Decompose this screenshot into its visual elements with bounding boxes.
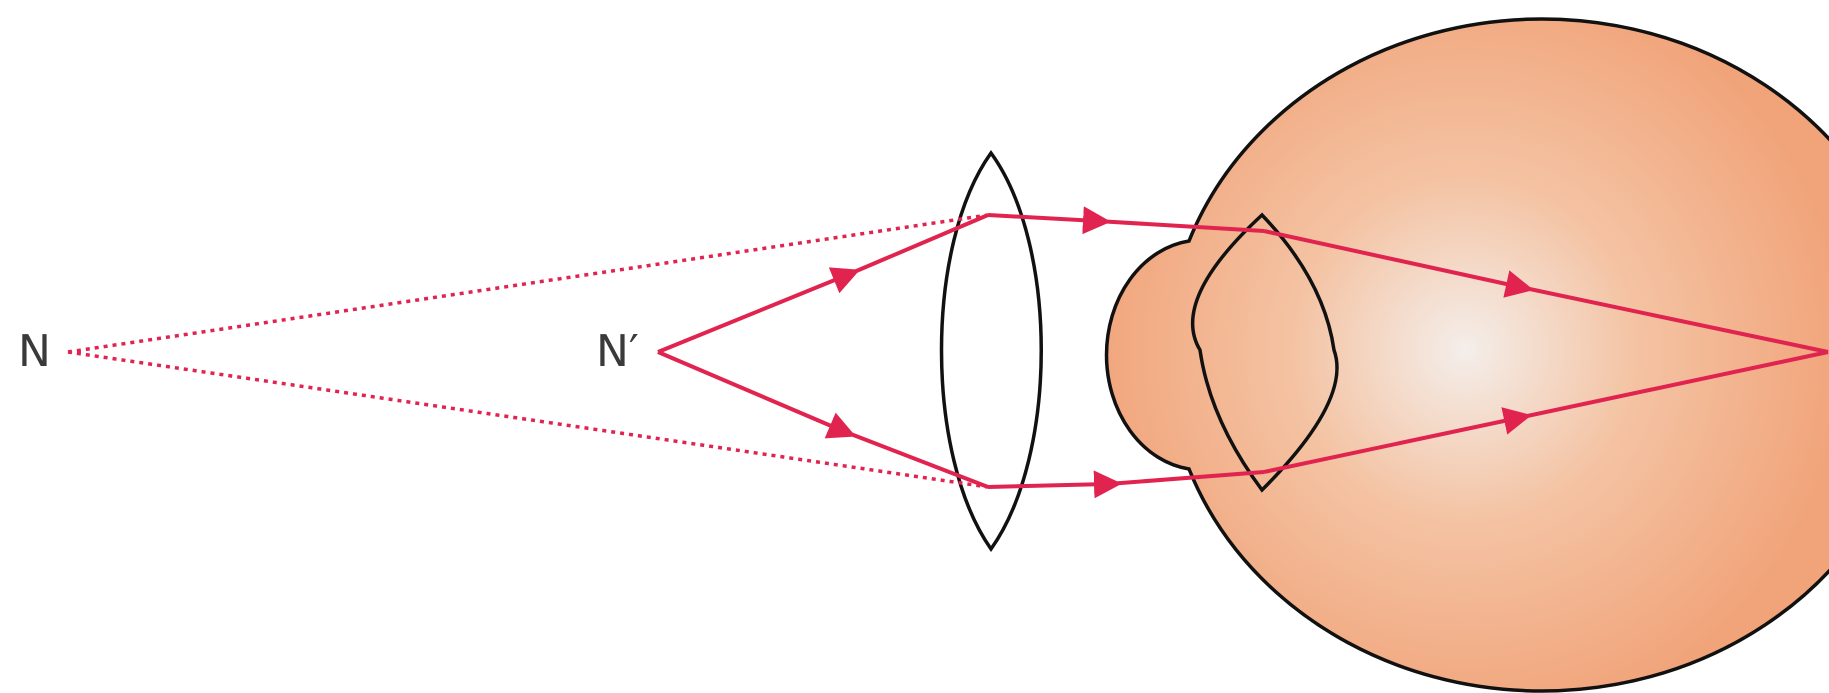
virtual-ray-upper xyxy=(67,213,989,354)
ray-upper-segment-2b xyxy=(1096,219,1265,233)
ray-lower-segment-2 xyxy=(987,470,1122,499)
ray-upper-segment-3b xyxy=(1519,285,1829,354)
real-rays xyxy=(657,206,1829,499)
label-near-point-image: N′ xyxy=(596,326,639,377)
eye-lens xyxy=(1190,212,1339,493)
ray-lower-segment-3b xyxy=(1517,350,1829,420)
eyeball-outline xyxy=(1104,17,1829,693)
virtual-ray-lower xyxy=(67,350,989,489)
ray-lower-segment-1 xyxy=(657,350,856,439)
ray-lower-segment-3 xyxy=(1263,407,1532,474)
ray-upper-segment-3 xyxy=(1263,229,1534,298)
ray-upper-segment-2 xyxy=(987,206,1111,235)
label-near-point: N xyxy=(18,326,51,377)
ray-lower-segment-1b xyxy=(842,429,989,489)
eyeball xyxy=(1104,17,1829,693)
virtual-rays xyxy=(67,213,989,489)
ray-lower-segment-2b xyxy=(1107,470,1265,486)
ray-upper-segment-1b xyxy=(846,213,989,277)
convex-corrective-lens xyxy=(939,150,1043,553)
ray-upper-segment-1 xyxy=(657,267,860,354)
